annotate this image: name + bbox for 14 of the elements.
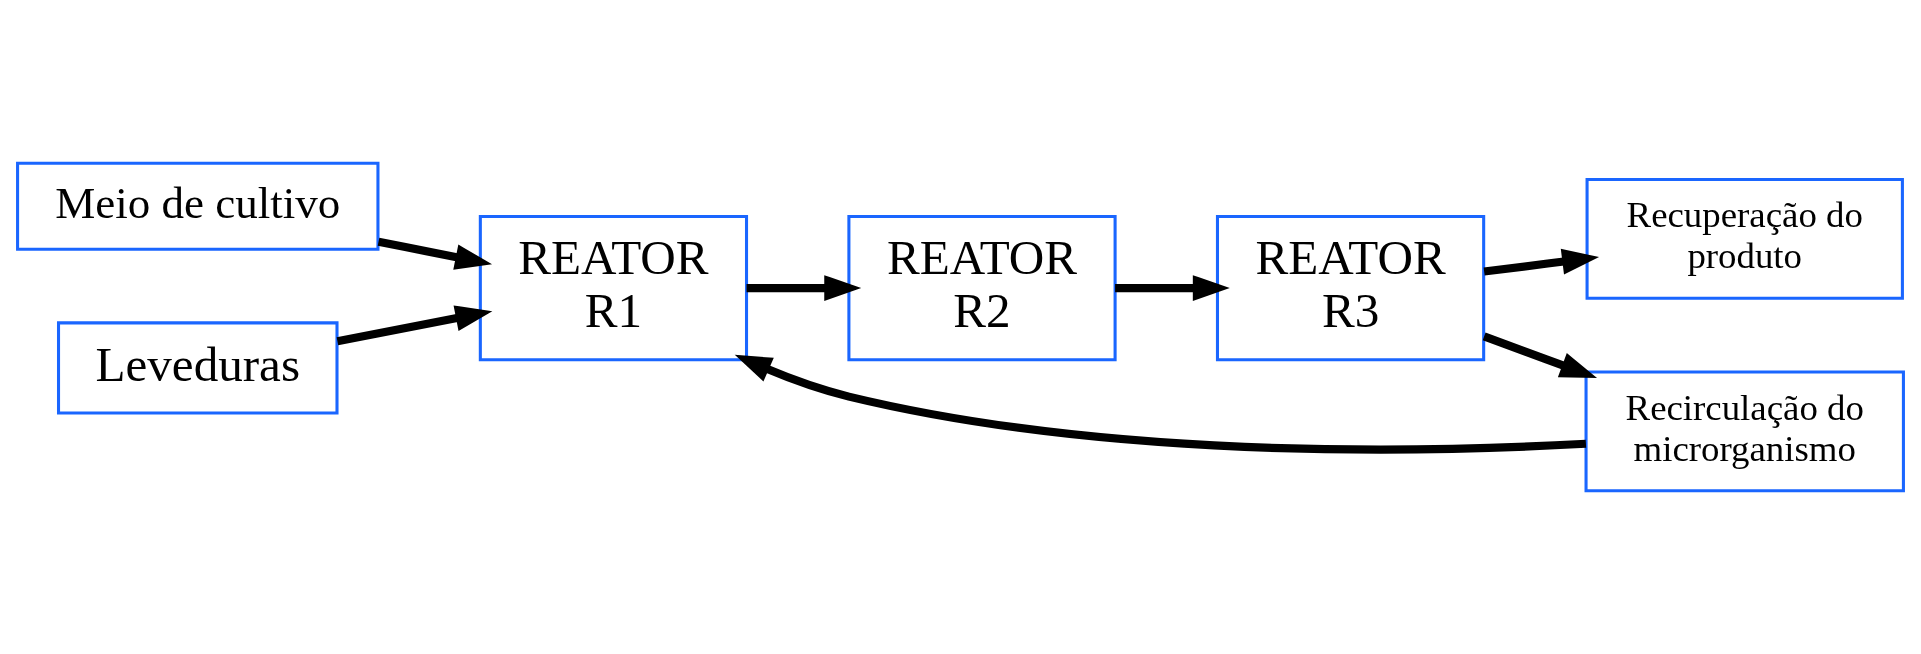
- node-box: Recirculação do microrganismo: [1584, 370, 1905, 493]
- arrow: [1482, 332, 1598, 378]
- node-box: Leveduras: [57, 321, 339, 415]
- arrow: [1115, 275, 1230, 302]
- arrow: [377, 237, 493, 270]
- arrow: [336, 305, 493, 346]
- arrow: [734, 354, 1587, 454]
- node-box: Recuperação do produto: [1585, 178, 1904, 300]
- node-box: REATOR R1: [478, 214, 749, 362]
- node-box: Meio de cultivo: [16, 161, 380, 251]
- node-box: REATOR R2: [847, 214, 1117, 362]
- node-box: REATOR R3: [1215, 214, 1486, 362]
- arrow: [746, 275, 862, 302]
- arrow: [1483, 248, 1600, 276]
